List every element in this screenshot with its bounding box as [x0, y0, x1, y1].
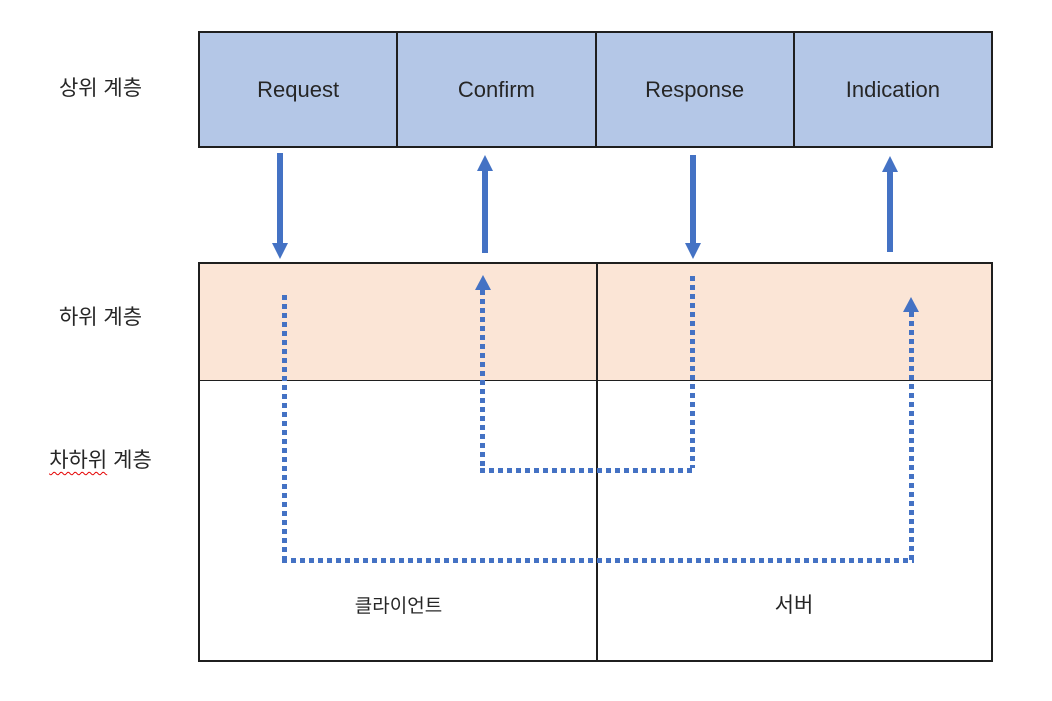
client-label: 클라이언트: [354, 596, 443, 617]
upper-layer-label: 상위 계층: [58, 77, 143, 100]
request-down-arrow-head: [272, 243, 288, 259]
sublower-layer-label-word2: 계층: [113, 449, 152, 472]
lower-layer-band: [200, 264, 991, 381]
client-server-divider: [596, 264, 598, 660]
lower-stack-box: 클라이언트 서버: [198, 262, 993, 662]
primitive-cell-indication: Indication: [792, 33, 991, 146]
server-to-client-dotted-run: [480, 468, 695, 473]
sublower-layer-label-misspelled-word: 차하위: [49, 449, 108, 472]
server-label: 서버: [774, 594, 814, 617]
confirm-dotted-arrow-head: [475, 275, 491, 290]
response-down-arrow-shaft: [690, 155, 696, 243]
request-down-arrow-shaft: [277, 153, 283, 243]
primitive-cell-confirm: Confirm: [396, 33, 594, 146]
response-down-arrow-head: [685, 243, 701, 259]
primitive-cell-response: Response: [594, 33, 793, 146]
indication-up-arrow-shaft: [887, 172, 893, 252]
client-to-server-dotted-run: [282, 558, 914, 563]
indication-dotted-arrow-head: [903, 297, 919, 312]
response-dotted-descent: [690, 276, 695, 468]
request-dotted-descent: [282, 295, 287, 563]
indication-dotted-ascent: [909, 312, 914, 563]
upper-layer-box: Request Confirm Response Indication: [198, 31, 993, 148]
indication-up-arrow-head: [882, 156, 898, 172]
confirm-up-arrow-head: [477, 155, 493, 171]
lower-layer-label: 하위 계층: [58, 306, 143, 329]
confirm-up-arrow-shaft: [482, 171, 488, 253]
confirm-dotted-ascent: [480, 290, 485, 473]
primitive-cell-request: Request: [257, 76, 340, 102]
